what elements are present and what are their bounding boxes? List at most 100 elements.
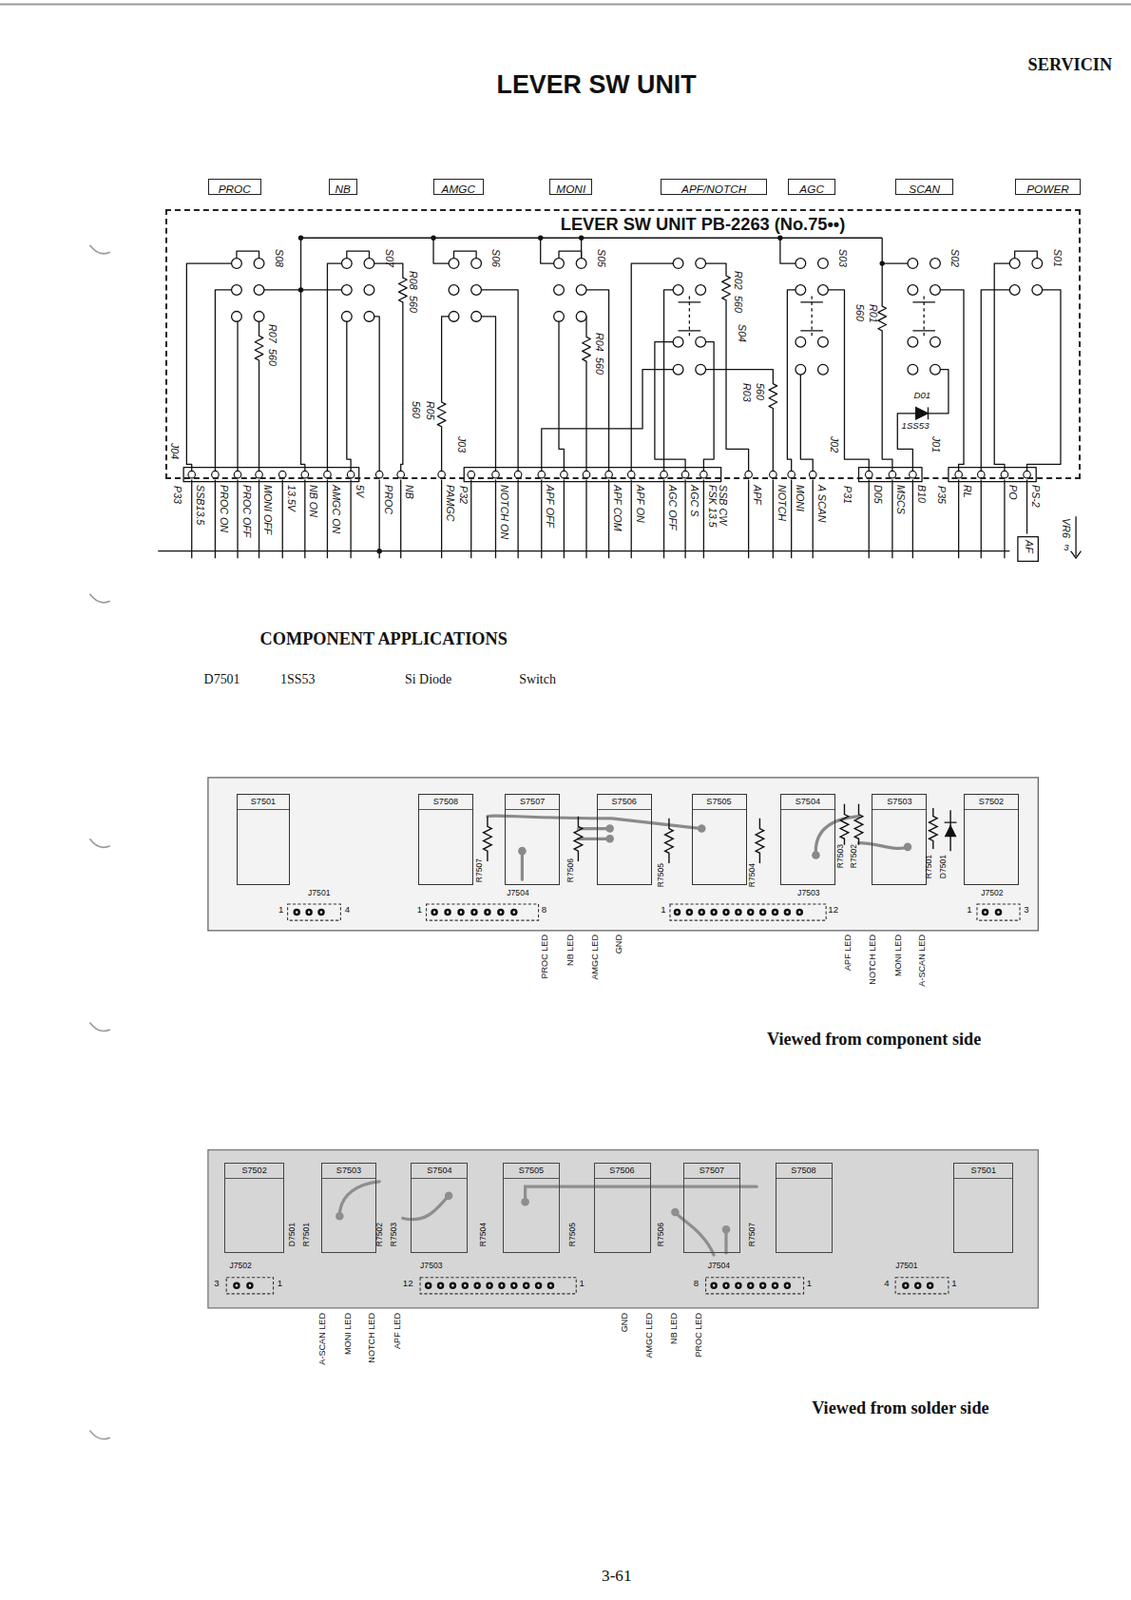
vertical-label: NOTCH LED — [868, 934, 879, 985]
wire — [927, 369, 948, 414]
junction-dot — [578, 235, 584, 241]
connector-pin — [560, 470, 569, 479]
vertical-label: RL — [961, 484, 973, 499]
vertical-label: 560 — [409, 401, 421, 419]
resistor-symbol — [929, 807, 939, 849]
node-label: S7503 — [322, 1163, 376, 1179]
connector-pin — [211, 470, 220, 479]
pcb-connector — [426, 903, 539, 921]
connector-pad — [296, 908, 334, 917]
pcb-board-component-side — [208, 777, 1038, 931]
node-label: MONI — [553, 182, 589, 197]
switch-contact — [448, 311, 460, 323]
vertical-label: R08 — [407, 270, 419, 290]
switch-contact — [364, 311, 375, 323]
wire — [786, 289, 801, 471]
text-label: 4 — [883, 1278, 889, 1288]
scan-edge — [89, 245, 110, 254]
node-label: S7505 — [503, 1163, 559, 1179]
switch-box: S7505 — [502, 1162, 560, 1252]
function-tag-box: SCAN — [895, 178, 954, 195]
text-label: 1 — [660, 904, 666, 915]
unit-outline: LEVER SW UNIT PB-2263 (No.75••) — [165, 209, 1082, 480]
node-label: S7503 — [872, 794, 926, 810]
text-label: 3 — [1063, 542, 1069, 553]
pcb-trace — [577, 828, 610, 840]
switch-contact — [231, 285, 243, 296]
connector-pin — [1023, 470, 1032, 479]
switch-contact — [907, 336, 919, 347]
junction-dot — [879, 260, 884, 266]
pcb-connector — [706, 1277, 805, 1294]
text-label: 1SS53 — [901, 421, 930, 431]
switch-box: S7506 — [596, 793, 652, 886]
switch-contact — [364, 285, 375, 296]
connector-pad — [905, 1282, 943, 1290]
vertical-label: AMGC LED — [591, 934, 601, 980]
text-label: 3-61 — [601, 1567, 632, 1585]
scan-edge — [89, 1430, 110, 1439]
switch-box: S7508 — [775, 1162, 833, 1252]
switch-box: S7506 — [594, 1162, 652, 1252]
connector-pin — [700, 470, 709, 479]
vertical-label: S04 — [736, 324, 748, 343]
text-label: 12 — [402, 1278, 414, 1288]
connector-pad — [434, 908, 528, 917]
wire — [191, 479, 1028, 559]
vertical-label: MONI LED — [894, 934, 904, 977]
pcb-trace — [487, 815, 908, 880]
switch-contact — [253, 258, 265, 269]
wire — [236, 250, 1037, 259]
vertical-label: 560 — [267, 348, 278, 366]
connector-pad — [985, 908, 1013, 917]
switch-contact — [930, 285, 941, 296]
vertical-label: R7504 — [747, 862, 757, 887]
node-label: S7504 — [781, 794, 835, 810]
vertical-label: P31 — [841, 485, 852, 504]
pcb-connector — [895, 1277, 949, 1294]
function-tag-box: AGC — [787, 178, 835, 195]
vertical-label: R7505 — [656, 862, 666, 887]
junction-dot — [298, 287, 304, 292]
resistor-symbol — [840, 804, 849, 845]
switch-contact — [575, 285, 587, 296]
pcb-trace — [525, 1186, 758, 1202]
scan-edge — [89, 1021, 110, 1031]
function-tag-box: MONI — [549, 178, 593, 195]
vertical-label: AF — [1022, 539, 1034, 554]
wire — [1017, 536, 1038, 562]
connector-pad — [236, 1282, 264, 1290]
switch-contact — [695, 258, 707, 269]
node-label: S7508 — [776, 1163, 832, 1179]
text-label: 1 — [578, 1278, 584, 1288]
node-label: S7508 — [419, 794, 473, 810]
junction-dot — [298, 235, 885, 555]
node-label: AMGC — [439, 182, 479, 197]
switch-contact — [818, 336, 829, 347]
function-tag-box: APF/NOTCH — [660, 178, 767, 195]
vertical-label: MSCS — [895, 484, 906, 515]
scan-edge — [0, 4, 1131, 1439]
node-label: S7501 — [954, 1163, 1013, 1179]
connector-pin — [955, 470, 963, 479]
pcb-pad — [811, 850, 821, 860]
connector-pin — [278, 470, 287, 479]
vertical-label: NB LED — [566, 934, 576, 966]
node-label: AGC — [796, 182, 827, 197]
function-tag-box: POWER — [1015, 178, 1082, 195]
vertical-label: R7506 — [656, 1222, 666, 1247]
pcb-pad — [517, 846, 527, 856]
pcb-pad — [722, 1225, 731, 1234]
connector-pin — [582, 470, 591, 479]
function-tag-box: NB — [328, 178, 358, 195]
switch-contact — [1009, 285, 1020, 296]
vertical-label: P32 — [458, 485, 469, 504]
switch-contact — [795, 285, 806, 296]
text-label: J7502 — [229, 1261, 251, 1270]
vertical-label: SSB13.5 — [194, 484, 206, 525]
vertical-label: A SCAN — [815, 484, 826, 523]
switch-contact — [818, 285, 829, 296]
connector-pin — [375, 470, 384, 479]
vertical-label: VR6 — [1060, 517, 1072, 538]
wire — [1027, 289, 1061, 471]
